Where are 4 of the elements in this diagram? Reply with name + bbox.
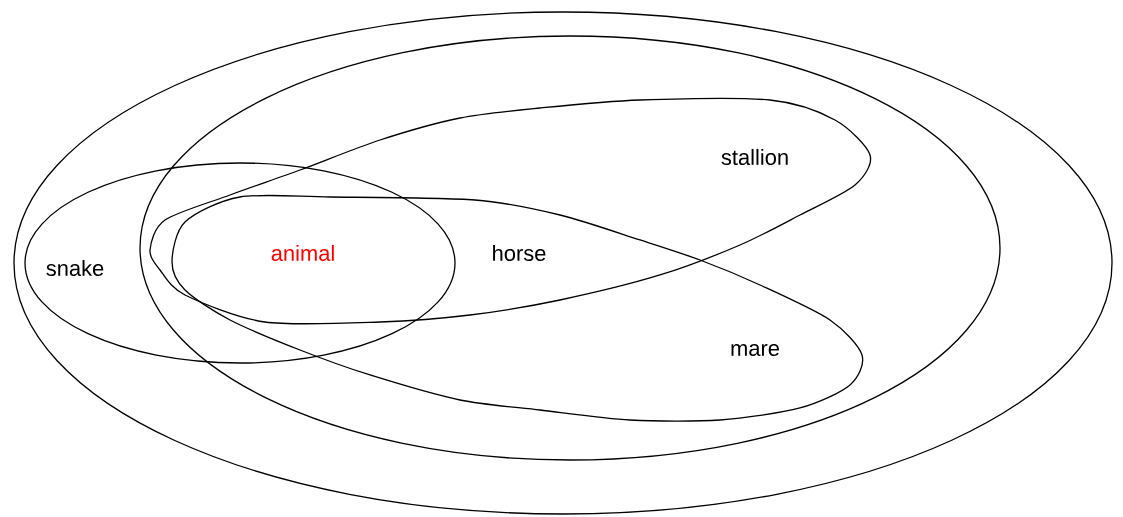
set-ellipse [13, 11, 1113, 515]
set-ellipse [139, 35, 1001, 461]
set-label: animal [271, 244, 334, 262]
set-label: horse [493, 244, 546, 262]
